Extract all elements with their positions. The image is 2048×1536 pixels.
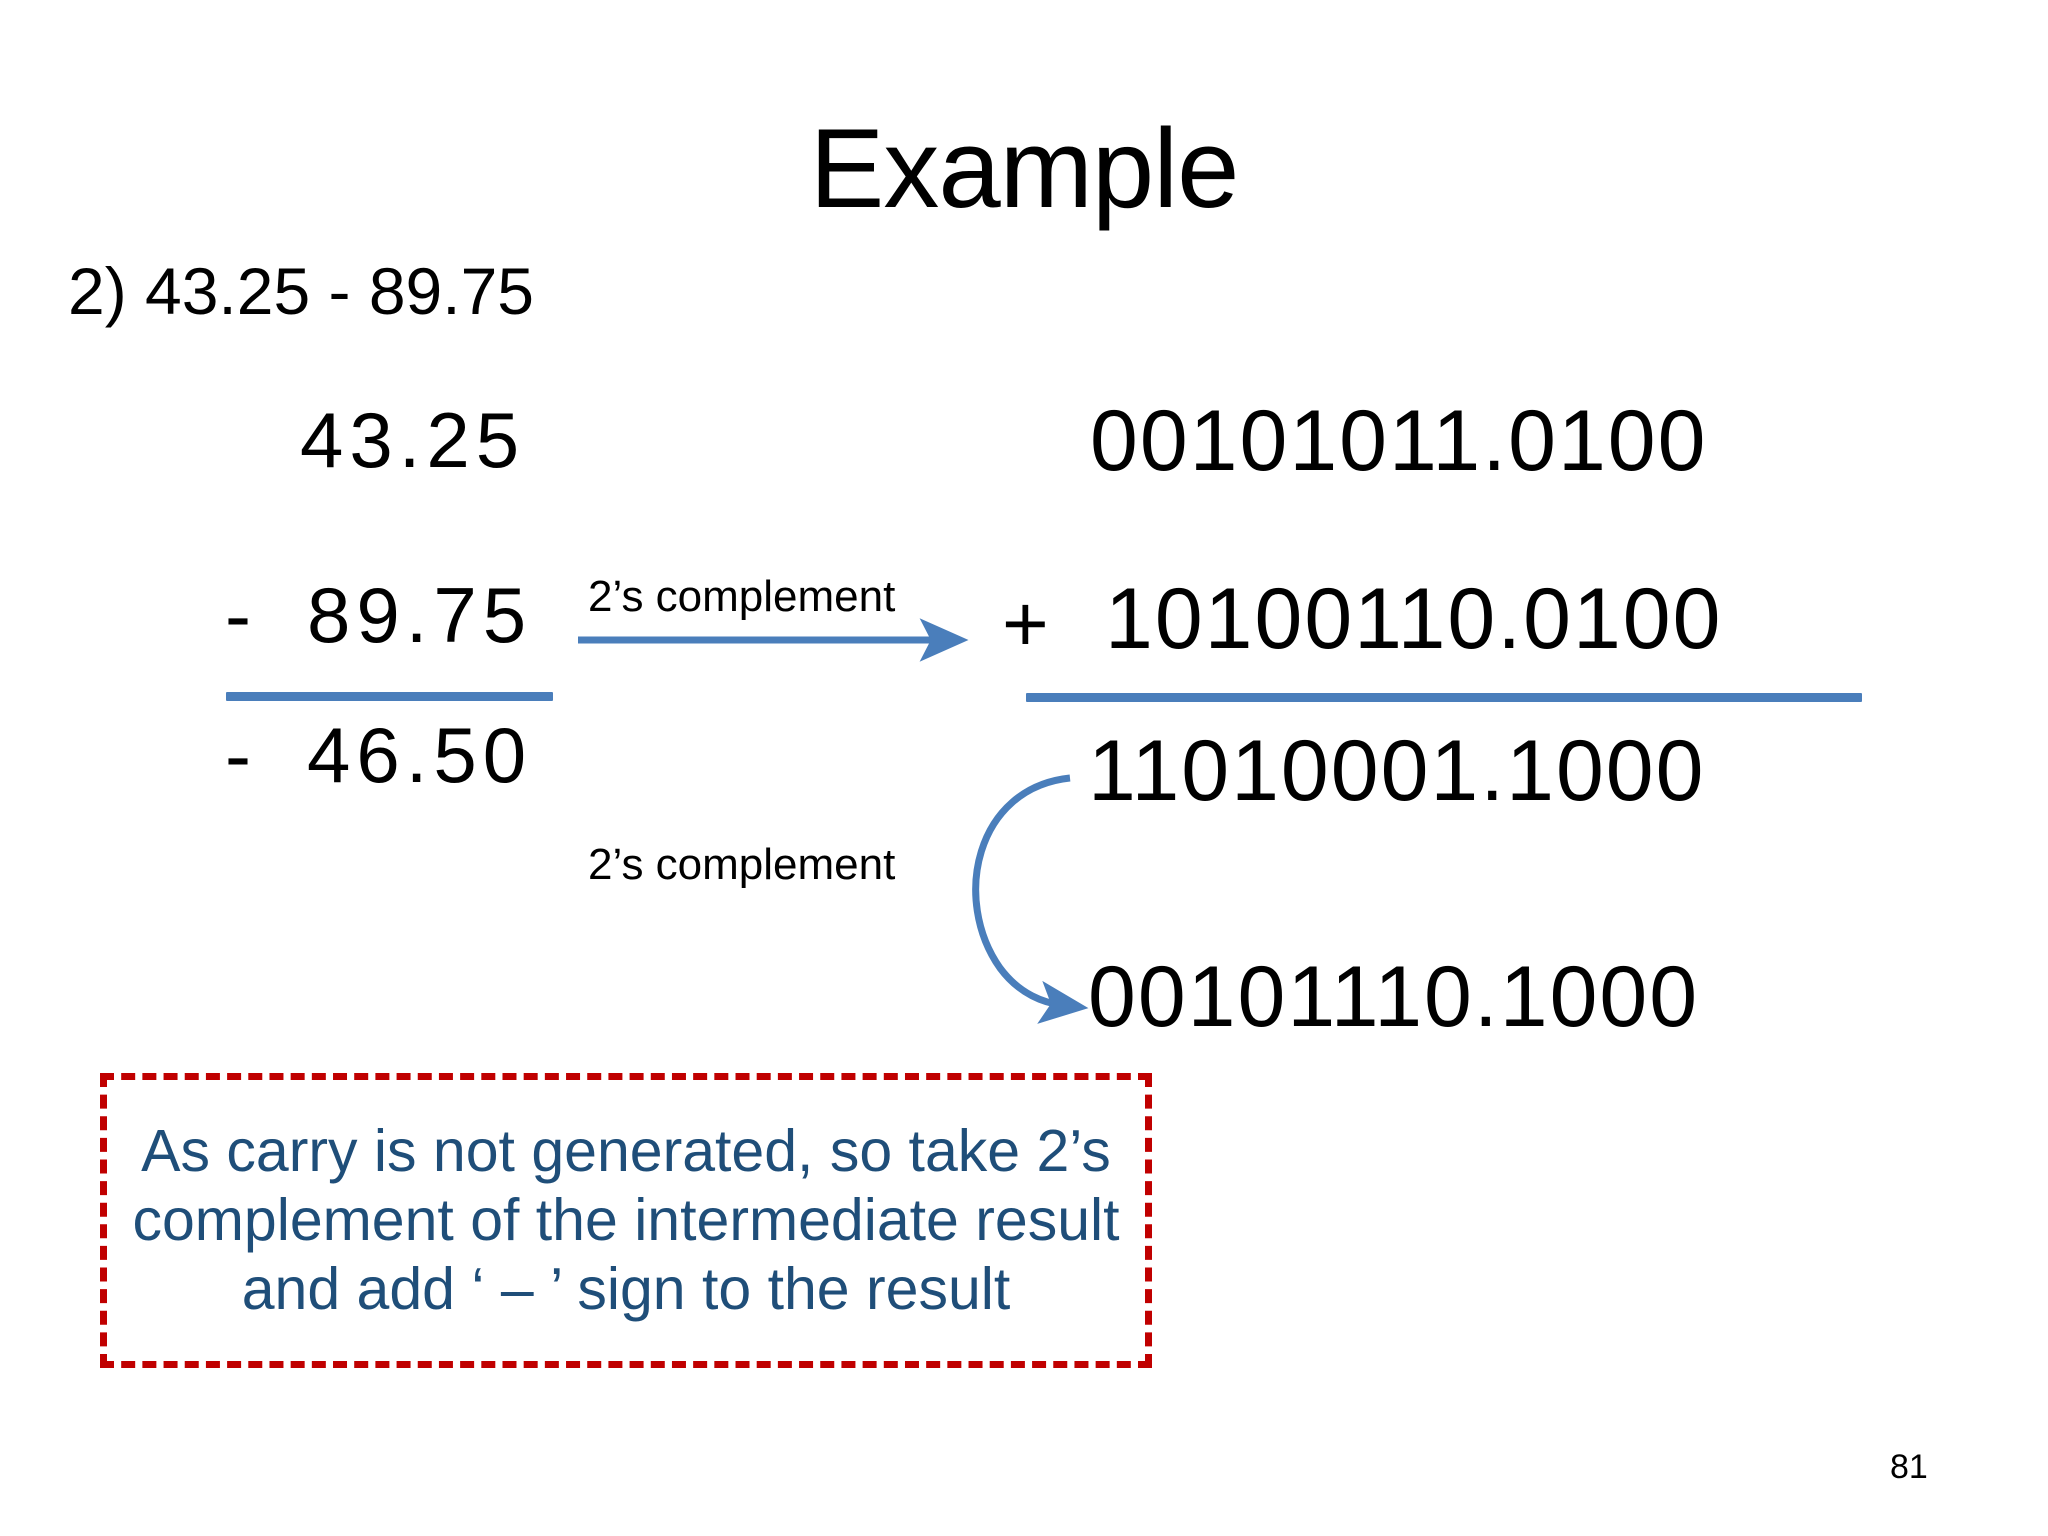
curved-down-arrow-icon <box>972 774 1089 1024</box>
note-text: As carry is not generated, so take 2’s c… <box>132 1117 1120 1322</box>
decimal-sum-rule <box>226 692 553 701</box>
decimal-operand-2-sign: - <box>225 571 257 659</box>
binary-final-result: 00101110.1000 <box>1088 949 1700 1045</box>
page-number: 81 <box>1890 1448 1928 1486</box>
decimal-result-row: -46.50 <box>225 710 532 801</box>
decimal-result-sign: - <box>225 711 257 799</box>
problem-statement: 2) 43.25 - 89.75 <box>68 254 534 328</box>
twos-complement-label-2: 2’s complement <box>588 840 896 889</box>
decimal-operand-2-value: 89.75 <box>307 571 533 659</box>
binary-plus-sign: + <box>1002 579 1049 668</box>
decimal-result-value: 46.50 <box>307 711 533 799</box>
binary-operand-1: 00101011.0100 <box>1090 393 1708 489</box>
decimal-operand-1: 43.25 <box>300 396 526 484</box>
binary-operand-2: 10100110.0100 <box>1105 571 1723 667</box>
twos-complement-label-1: 2’s complement <box>588 572 896 621</box>
binary-intermediate-result: 11010001.1000 <box>1088 723 1706 819</box>
page-title: Example <box>809 106 1240 231</box>
decimal-operand-2-row: -89.75 <box>225 570 532 661</box>
note-callout-box: As carry is not generated, so take 2’s c… <box>100 1073 1152 1368</box>
binary-sum-rule <box>1026 693 1862 702</box>
